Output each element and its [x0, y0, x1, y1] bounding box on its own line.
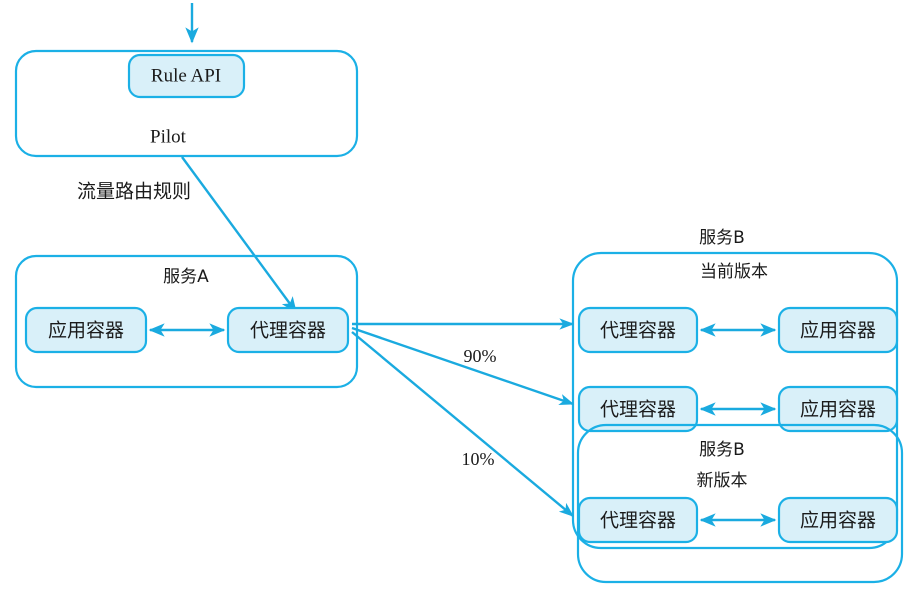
rule-api-box[interactable]: Rule API	[127, 53, 246, 99]
service-b-new-group-outline	[576, 423, 904, 584]
service-a-app-container[interactable]: 应用容器	[24, 306, 148, 354]
rule-api-label: Rule API	[151, 65, 221, 86]
service-b-new-instance-1[interactable]: 代理容器 应用容器	[577, 496, 899, 544]
service-b-current-inner-label: 当前版本	[700, 262, 768, 282]
traffic-arrow-to-current-2	[351, 326, 575, 406]
routing-rules-connector	[181, 156, 297, 314]
service-b-new-outer-label: 服务B	[699, 440, 745, 460]
service-b-current-proxy-2-label: 代理容器	[600, 399, 676, 421]
service-b-new-proxy-1-label: 代理容器	[600, 510, 676, 532]
service-b-new-group[interactable]: 服务B 新版本 代理容器 应用容器	[576, 423, 904, 584]
rule-api-box-shape	[127, 53, 246, 99]
service-b-current-proxy-2[interactable]: 代理容器	[577, 385, 699, 433]
service-b-new-app-1[interactable]: 应用容器	[777, 496, 899, 544]
service-b-current-group[interactable]: 服务B 当前版本 代理容器 应用容器	[571, 228, 899, 550]
service-b-new-app-1-label: 应用容器	[800, 510, 876, 532]
pilot-group[interactable]: Pilot	[14, 49, 359, 158]
service-a-app-container-label: 应用容器	[48, 320, 124, 342]
traffic-arrow-to-new-1	[351, 331, 574, 517]
service-a-group-label: 服务A	[163, 267, 209, 287]
service-a-group[interactable]: 服务A 应用容器 代理容器	[14, 254, 359, 389]
service-b-current-outer-label: 服务B	[699, 228, 745, 248]
service-b-current-app-2-label: 应用容器	[800, 399, 876, 421]
service-b-current-app-2-shape	[777, 385, 899, 433]
service-b-current-app-1-label: 应用容器	[800, 320, 876, 342]
service-a-proxy-container-shape	[226, 306, 350, 354]
service-b-current-instance-2[interactable]: 代理容器 应用容器	[577, 385, 899, 433]
traffic-weight-new-label: 10%	[462, 449, 495, 469]
service-b-current-proxy-1-label: 代理容器	[600, 320, 676, 342]
service-b-new-app-1-shape	[777, 496, 899, 544]
service-b-current-app-2[interactable]: 应用容器	[777, 385, 899, 433]
service-b-new-proxy-1[interactable]: 代理容器	[577, 496, 699, 544]
service-b-new-proxy-1-shape	[577, 496, 699, 544]
pilot-group-outline	[14, 49, 359, 158]
service-a-app-container-shape	[24, 306, 148, 354]
service-b-current-proxy-1-shape	[577, 306, 699, 354]
traffic-routing-arrows	[351, 318, 575, 517]
pilot-group-label: Pilot	[150, 126, 187, 147]
service-b-new-inner-label: 新版本	[697, 471, 748, 491]
service-b-current-app-1[interactable]: 应用容器	[777, 306, 899, 354]
service-b-current-proxy-2-shape	[577, 385, 699, 433]
routing-rules-label: 流量路由规则	[77, 181, 191, 203]
service-b-current-app-1-shape	[777, 306, 899, 354]
service-a-proxy-container[interactable]: 代理容器	[226, 306, 350, 354]
service-a-proxy-container-label: 代理容器	[250, 320, 326, 342]
service-b-current-instance-1[interactable]: 代理容器 应用容器	[577, 306, 899, 354]
service-b-current-proxy-1[interactable]: 代理容器	[577, 306, 699, 354]
service-a-group-outline	[14, 254, 359, 389]
traffic-weight-current-label: 90%	[464, 346, 497, 366]
